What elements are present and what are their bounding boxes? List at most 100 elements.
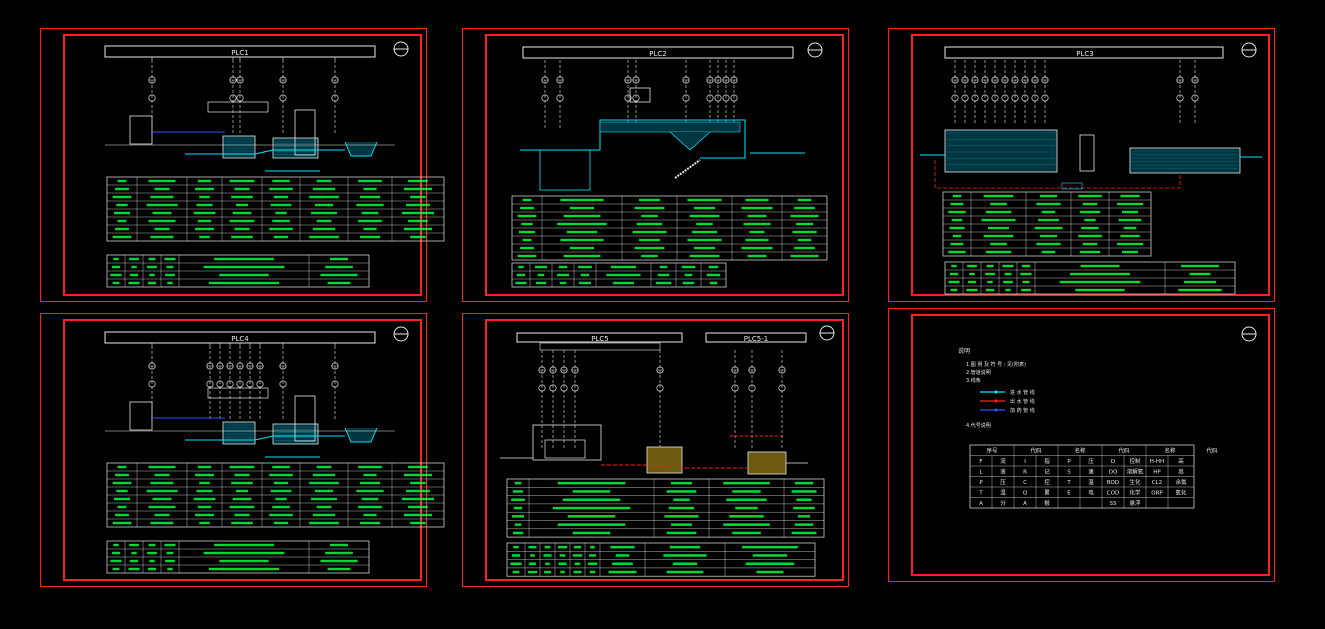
drawing-sheet-6[interactable] <box>888 308 1275 582</box>
table-cell-mark <box>950 202 964 206</box>
legend-table-cell: H-HH <box>1150 459 1164 465</box>
basin-icon <box>344 141 378 157</box>
drawing-sheet-2[interactable] <box>462 28 849 302</box>
instrument-icon <box>1176 94 1184 102</box>
sheet-1-inner-border <box>63 34 422 296</box>
legend-table-cell: CL2 <box>1152 480 1162 486</box>
table-cell-mark <box>520 206 534 210</box>
legend-table-cell: COD <box>1107 491 1119 497</box>
instrument-icon <box>1041 76 1049 84</box>
control-box <box>207 387 269 399</box>
instrument-icon <box>216 362 224 370</box>
table-cell-mark <box>356 489 384 493</box>
table-cell-mark <box>985 210 1012 214</box>
drawing-sheet-4[interactable] <box>40 313 427 587</box>
sheet-3-title-bar: PLC3 <box>944 46 1224 59</box>
table-cell-mark <box>167 281 173 285</box>
instrument-icon <box>1001 76 1009 84</box>
instrument-icon <box>722 94 730 102</box>
table-cell-mark <box>229 465 255 469</box>
table-cell-mark <box>363 187 377 191</box>
instrument-icon <box>560 384 568 392</box>
table-cell-mark <box>512 570 520 574</box>
table-cell-mark <box>128 567 140 571</box>
table-cell-mark <box>403 513 433 517</box>
table-cell-mark <box>272 179 290 183</box>
legend-pipe-label-1: 进 水 管 线 <box>1010 389 1035 396</box>
table-cell-mark <box>111 551 121 555</box>
table-cell-mark <box>967 280 977 284</box>
table-cell-mark <box>981 218 1016 222</box>
table-cell-mark <box>948 210 966 214</box>
table-cell-mark <box>587 562 598 565</box>
table-cell-mark <box>572 490 611 493</box>
table-cell-mark <box>117 505 127 509</box>
process-diagrams <box>105 57 1262 475</box>
table-cell-mark <box>513 545 519 549</box>
table-cell-mark <box>311 497 337 501</box>
instrument-icon <box>991 94 999 102</box>
table-cell-mark <box>316 505 332 509</box>
table-cell-mark <box>513 506 523 510</box>
table-cell-mark <box>270 489 292 493</box>
table-cell-mark <box>528 545 537 549</box>
legend-table-cell: 温 <box>1000 489 1006 497</box>
sheet-6-inner-border <box>911 314 1270 576</box>
table-cell-mark <box>1002 264 1014 268</box>
instrument-icon <box>246 362 254 370</box>
screen-building <box>129 401 153 431</box>
table-cell-mark <box>950 242 964 246</box>
table-cell-mark <box>309 481 339 485</box>
legend-line-2: 2.管道说明 <box>966 369 991 376</box>
table-cell-mark <box>129 543 139 547</box>
legend-table-cell: HP <box>1153 470 1161 476</box>
table-cell-mark <box>165 559 175 563</box>
table-cell-mark <box>234 473 250 477</box>
legend-table-cell: D <box>1111 459 1115 465</box>
instrument-icon <box>632 76 640 84</box>
instrument-icon <box>279 380 287 388</box>
pump-house <box>629 87 651 103</box>
instrument-icon <box>541 76 549 84</box>
table-cell-mark <box>150 235 174 239</box>
instrument-icon <box>229 94 237 102</box>
table-cell-mark <box>732 490 761 493</box>
table-cell-mark <box>1041 210 1056 214</box>
table-cell-mark <box>641 254 658 258</box>
table-cell-mark <box>747 254 767 258</box>
legend-table-cell: 生化 <box>1129 478 1141 486</box>
instrument-icon <box>538 366 546 374</box>
table-cell-mark <box>129 257 139 261</box>
table-cell-mark <box>949 272 959 276</box>
instrument-icon <box>730 94 738 102</box>
drawing-sheet-5[interactable] <box>462 313 849 587</box>
table-cell-mark <box>358 219 382 223</box>
legend-pipe-label-3: 加 药 管 线 <box>1010 407 1035 414</box>
table-cell-mark <box>580 273 590 277</box>
instrument-icon <box>236 76 244 84</box>
screen-building <box>129 115 153 145</box>
table-cell-mark <box>1078 194 1102 198</box>
instrument-icon <box>730 76 738 84</box>
table-cell-mark <box>590 545 595 549</box>
instrument-icon <box>1191 94 1199 102</box>
table-cell-mark <box>610 265 637 269</box>
table-cell-mark <box>520 246 534 250</box>
process-diagram-2 <box>520 60 805 191</box>
legend-table-cell: S <box>1067 470 1071 476</box>
sheet-3-title: PLC3 <box>1076 50 1093 58</box>
table-cell-mark <box>359 195 381 199</box>
table-cell-mark <box>152 211 172 215</box>
drawing-sheet-1[interactable] <box>40 28 427 302</box>
table-cell-mark <box>752 554 788 557</box>
table-cell-mark <box>563 254 601 258</box>
instrument-icon <box>731 366 739 374</box>
table-cell-mark <box>567 515 616 518</box>
table-cell-mark <box>150 481 174 485</box>
table-cell-mark <box>951 218 963 222</box>
drawing-sheet-3[interactable] <box>888 28 1275 302</box>
table-cell-mark <box>408 219 428 223</box>
instrument-icon <box>706 94 714 102</box>
table-cell-mark <box>166 551 174 555</box>
table-cell-mark <box>517 214 537 218</box>
